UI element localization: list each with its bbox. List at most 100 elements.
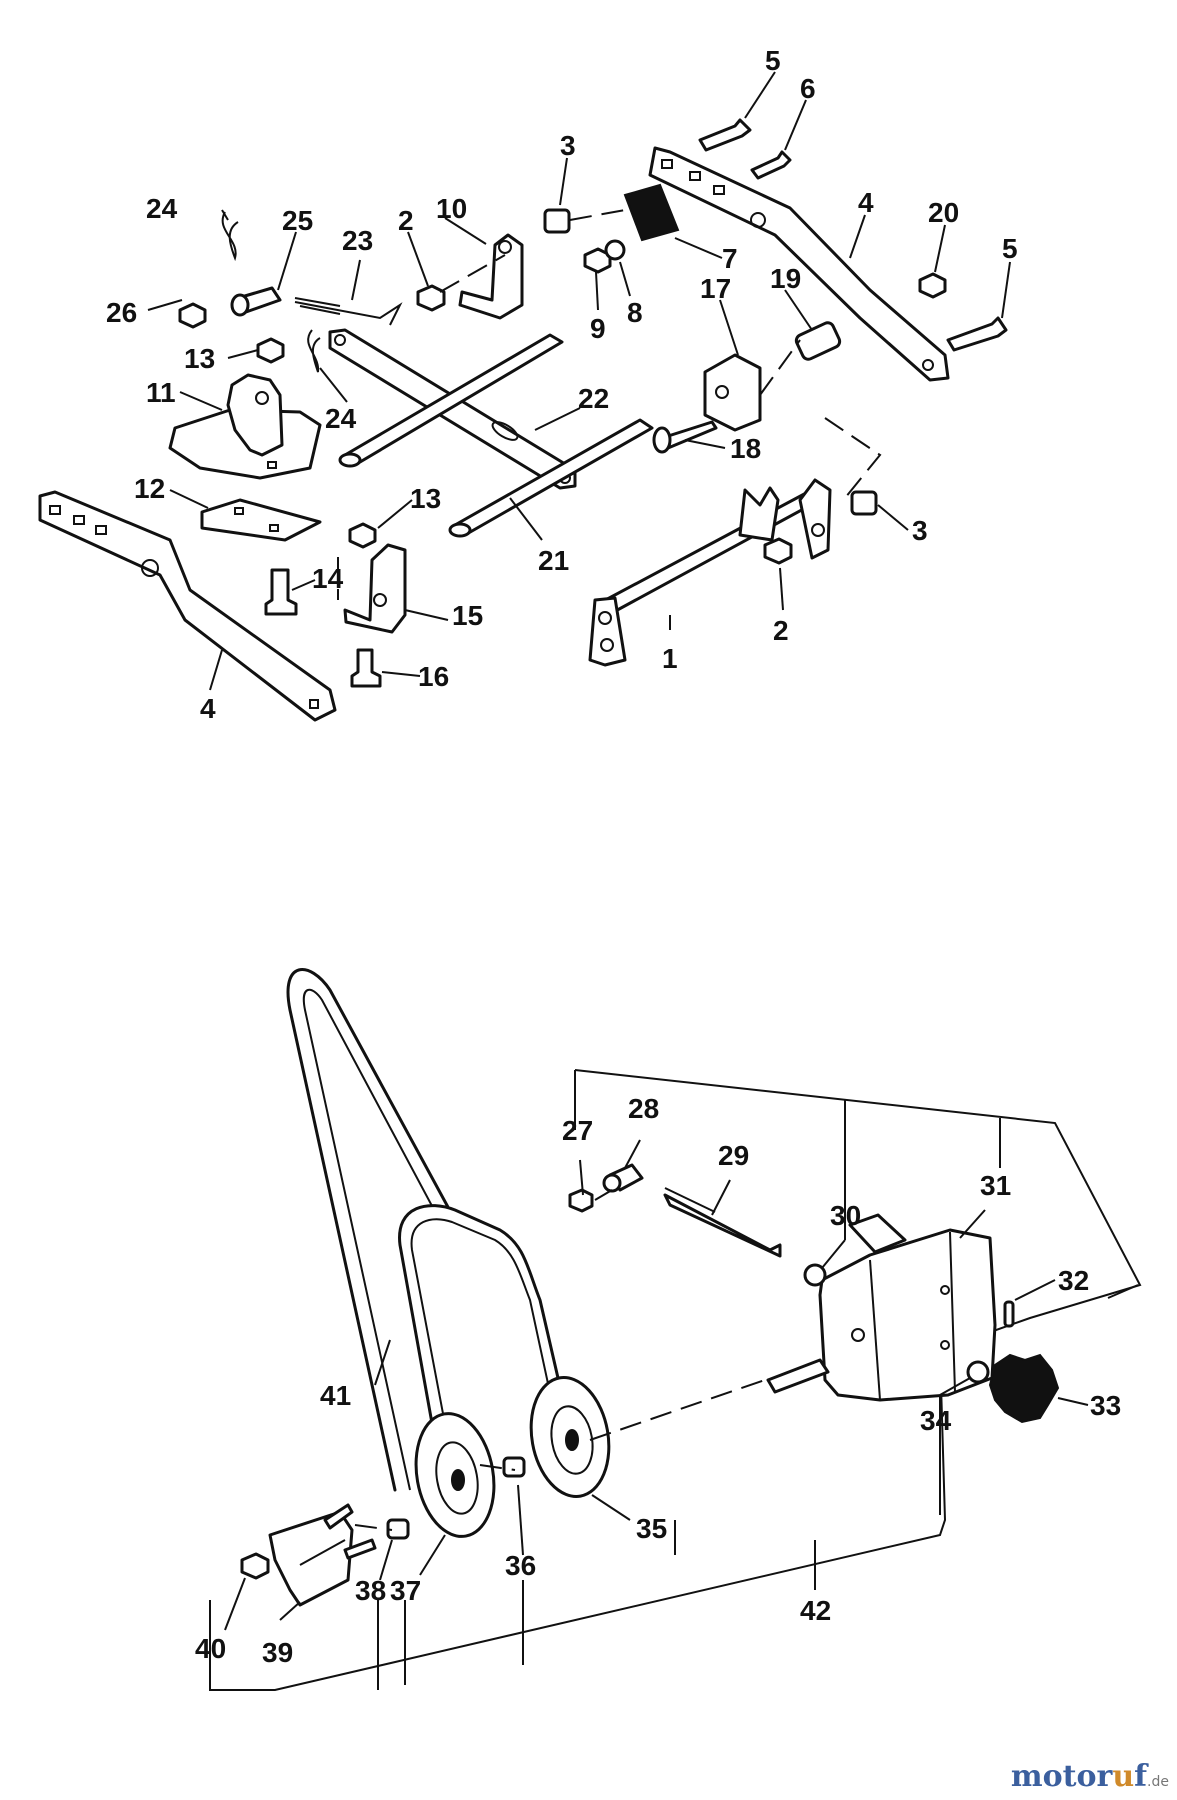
callout-4: 4: [858, 187, 874, 218]
housing-bracket: [848, 1213, 907, 1254]
clevis-end: [602, 1173, 622, 1193]
lever-hole: [598, 611, 612, 625]
bracket-hole: [498, 240, 512, 254]
callout-42: 42: [800, 1595, 831, 1626]
callout-10: 10: [436, 193, 467, 224]
guard-stud: [343, 1538, 377, 1560]
callout-33: 33: [1090, 1390, 1121, 1421]
bolt-head: [652, 426, 672, 454]
rod-end: [338, 452, 362, 468]
callout-37: 37: [390, 1575, 421, 1606]
callout-4: 4: [200, 693, 216, 724]
callout-29: 29: [718, 1140, 749, 1171]
part-23-rod: [294, 301, 403, 326]
part-2-nut: [763, 537, 793, 565]
part-23-thread: [294, 297, 341, 315]
callout-2: 2: [398, 205, 414, 236]
callout-14: 14: [312, 563, 344, 594]
bar-slot: [491, 421, 519, 441]
part-2-nut: [416, 284, 446, 312]
assembly-line: [354, 1524, 393, 1531]
callout-9: 9: [590, 313, 606, 344]
callout-40: 40: [195, 1633, 226, 1664]
callout-8: 8: [627, 297, 643, 328]
callout-labels-top: 5 6 3 4 20 5 7 8 9 10 2 19 17 18 22 21 3…: [106, 45, 1018, 724]
callout-24: 24: [146, 193, 178, 224]
watermark-tld: .de: [1147, 1774, 1169, 1790]
bracket-hole: [255, 391, 269, 405]
part-17-block: [703, 353, 762, 432]
callout-36: 36: [505, 1550, 536, 1581]
part-41-belt-small: [398, 1204, 572, 1442]
callout-21: 21: [538, 545, 569, 576]
part-6-bolt: [750, 150, 792, 180]
pulley-hub: [451, 1469, 465, 1491]
part-11-bracket: [226, 373, 284, 457]
part-24-clip: [221, 211, 239, 262]
assembly-line: [569, 209, 626, 221]
callout-5: 5: [1002, 233, 1018, 264]
watermark-accent: u: [1112, 1759, 1135, 1794]
callout-27: 27: [562, 1115, 593, 1146]
part-32-pin: [1003, 1300, 1015, 1328]
brand-watermark: motoruf.de: [1011, 1759, 1169, 1794]
callout-38: 38: [355, 1575, 386, 1606]
assembly-line: [759, 339, 801, 396]
group-outline-42: [209, 1069, 1142, 1691]
part-26-nut: [178, 302, 207, 329]
housing-edge: [949, 1231, 956, 1393]
plate-square-hole: [269, 524, 279, 532]
part-27-nut: [568, 1188, 594, 1213]
callout-26: 26: [106, 297, 137, 328]
pulley-groove: [550, 1405, 594, 1475]
part-30-washer: [803, 1263, 827, 1287]
plate-square-hole: [234, 507, 244, 515]
pulley-groove: [435, 1441, 479, 1515]
callout-3: 3: [912, 515, 928, 546]
callout-19: 19: [770, 263, 801, 294]
part-7-plate: [623, 183, 680, 242]
callout-25: 25: [282, 205, 313, 236]
lever-hole: [600, 638, 614, 652]
part-19-bushing: [794, 321, 842, 361]
part-40-nut: [240, 1552, 270, 1580]
pulley-hub: [565, 1429, 579, 1451]
guard-stud: [323, 1503, 354, 1530]
part-4-left-arm: [38, 490, 337, 722]
callout-1: 1: [662, 643, 678, 674]
callout-3: 3: [560, 130, 576, 161]
callout-7: 7: [722, 243, 738, 274]
part-3-spacer: [543, 208, 571, 234]
callout-41: 41: [320, 1380, 351, 1411]
arm-square-hole: [49, 505, 61, 515]
callout-24: 24: [325, 403, 357, 434]
part-33-gear: [988, 1353, 1060, 1424]
callout-20: 20: [928, 197, 959, 228]
callout-34: 34: [920, 1405, 952, 1436]
callout-13: 13: [410, 483, 441, 514]
arm-hole: [922, 359, 934, 371]
bottom-drive-assembly: [209, 968, 1142, 1691]
part-1-lever-plate: [588, 596, 627, 667]
part-34-washer: [966, 1360, 990, 1384]
callout-12: 12: [134, 473, 165, 504]
housing-hole: [940, 1285, 950, 1295]
callout-35: 35: [636, 1513, 667, 1544]
part-9-nut: [583, 247, 612, 274]
callout-11: 11: [146, 377, 176, 408]
guard-inner: [299, 1539, 346, 1566]
part-3-spacer: [850, 490, 878, 516]
part-22-cross-bar: [328, 328, 577, 490]
top-leaders: [147, 71, 1011, 691]
part-41-belt-inner: [302, 988, 566, 1491]
callout-5: 5: [765, 45, 781, 76]
callout-23: 23: [342, 225, 373, 256]
housing-shaft: [766, 1358, 830, 1394]
callout-30: 30: [830, 1200, 861, 1231]
housing-hole: [940, 1340, 950, 1350]
part-13-nut: [256, 337, 285, 364]
assembly-line: [589, 1379, 766, 1441]
part-10-bracket: [458, 233, 524, 320]
assembly-line: [594, 1189, 613, 1201]
bracket-hole: [373, 593, 387, 607]
